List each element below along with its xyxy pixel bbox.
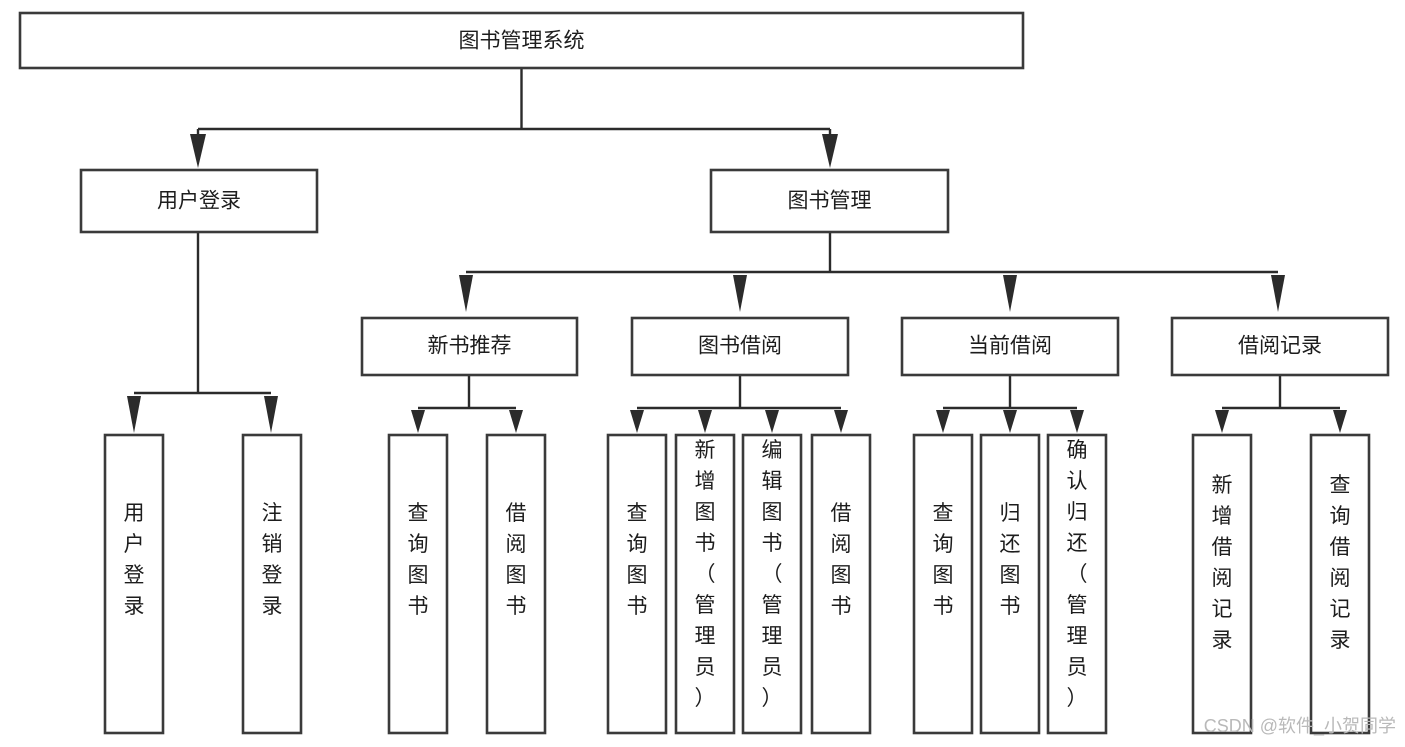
- arrow-to-book-management: [822, 134, 838, 168]
- arrow-to-new-book-recommend: [459, 275, 473, 312]
- leaf-current-borrow-2-label: 归还图书: [1000, 502, 1021, 618]
- leaf-borrow-records-2-box[interactable]: [1309, 433, 1371, 735]
- connectors-new-book-recommend: [411, 376, 523, 433]
- arrow-currentborrow-leaf-3: [1070, 410, 1084, 433]
- node-book-borrow-box[interactable]: [630, 316, 850, 377]
- leaf-user-login-2-box[interactable]: [241, 433, 303, 735]
- arrow-to-leaf-logout: [264, 396, 278, 433]
- leaf-new-book-1[interactable]: 查询图书: [387, 433, 449, 735]
- arrow-to-book-borrow: [733, 275, 747, 312]
- node-borrow-records-label: 借阅记录: [1238, 335, 1322, 358]
- leaf-new-book-1-box[interactable]: [387, 433, 449, 735]
- node-borrow-records[interactable]: 借阅记录: [1170, 316, 1390, 377]
- connectors-user-login: [127, 233, 278, 433]
- leaf-user-login-2-label: 注销登录: [262, 502, 283, 618]
- node-user-login-label: 用户登录: [157, 190, 241, 213]
- connectors-book-management: [459, 233, 1285, 312]
- arrow-borrowrecords-leaf-2: [1333, 410, 1347, 433]
- arrow-bookborrow-leaf-2: [698, 410, 712, 433]
- node-new-book-recommend[interactable]: 新书推荐: [360, 316, 579, 377]
- leaf-current-borrow-1-box[interactable]: [912, 433, 974, 735]
- arrow-to-borrow-records: [1271, 275, 1285, 312]
- leaf-book-borrow-2[interactable]: 新增图书（管理员）: [674, 433, 736, 735]
- leaf-current-borrow-2[interactable]: 归还图书: [979, 433, 1041, 735]
- connectors-current-borrow: [936, 376, 1084, 433]
- leaf-user-login-1-label: 用户登录: [124, 502, 145, 618]
- leaf-borrow-records-1-box[interactable]: [1191, 433, 1253, 735]
- leaf-book-borrow-2-box[interactable]: [674, 433, 736, 735]
- leaf-book-borrow-1-box[interactable]: [606, 433, 668, 735]
- node-book-management-label: 图书管理: [788, 190, 872, 213]
- arrow-newbook-leaf-1: [411, 410, 425, 433]
- node-new-book-recommend-label: 新书推荐: [428, 335, 512, 358]
- connectors-book-borrow: [630, 376, 848, 433]
- csdn-watermark: CSDN @软件_小贺同学: [1204, 716, 1396, 737]
- node-root-box[interactable]: [18, 11, 1025, 70]
- leaf-book-borrow-3[interactable]: 编辑图书（管理员）: [741, 433, 803, 735]
- leaf-new-book-2-box[interactable]: [485, 433, 547, 735]
- leaf-book-borrow-1[interactable]: 查询图书: [606, 433, 668, 735]
- leaf-book-borrow-2-label: 新增图书（管理员）: [695, 439, 716, 710]
- leaf-book-borrow-1-label: 查询图书: [627, 502, 648, 618]
- node-book-borrow[interactable]: 图书借阅: [630, 316, 850, 377]
- node-user-login[interactable]: 用户登录: [79, 168, 319, 234]
- node-book-management[interactable]: 图书管理: [709, 168, 950, 234]
- arrow-bookborrow-leaf-1: [630, 410, 644, 433]
- leaf-borrow-records-2-label: 查询借阅记录: [1330, 474, 1351, 652]
- leaf-current-borrow-1[interactable]: 查询图书: [912, 433, 974, 735]
- leaf-book-borrow-4[interactable]: 借阅图书: [810, 433, 872, 735]
- leaf-user-login-1[interactable]: 用户登录: [103, 433, 165, 735]
- arrow-bookborrow-leaf-3: [765, 410, 779, 433]
- arrow-to-user-login: [190, 134, 206, 168]
- leaf-current-borrow-3-box[interactable]: [1046, 433, 1108, 735]
- arrow-borrowrecords-leaf-1: [1215, 410, 1229, 433]
- node-root-label: 图书管理系统: [459, 30, 585, 53]
- arrow-to-current-borrow: [1003, 275, 1017, 312]
- leaf-book-borrow-3-box[interactable]: [741, 433, 803, 735]
- arrow-newbook-leaf-2: [509, 410, 523, 433]
- node-root[interactable]: 图书管理系统: [18, 11, 1025, 70]
- leaf-book-borrow-3-label: 编辑图书（管理员）: [762, 439, 783, 710]
- arrow-currentborrow-leaf-2: [1003, 410, 1017, 433]
- leaf-book-borrow-4-label: 借阅图书: [831, 502, 852, 618]
- arrow-bookborrow-leaf-4: [834, 410, 848, 433]
- node-user-login-box[interactable]: [79, 168, 319, 234]
- connectors-root-to-level2: [190, 68, 838, 168]
- leaf-current-borrow-3[interactable]: 确认归还（管理员）: [1046, 433, 1108, 735]
- node-book-management-box[interactable]: [709, 168, 950, 234]
- arrow-to-leaf-user-login: [127, 396, 141, 433]
- node-book-borrow-label: 图书借阅: [698, 335, 782, 358]
- leaf-current-borrow-1-label: 查询图书: [933, 502, 954, 618]
- node-current-borrow-label: 当前借阅: [968, 335, 1052, 358]
- leaf-new-book-2[interactable]: 借阅图书: [485, 433, 547, 735]
- leaf-book-borrow-4-box[interactable]: [810, 433, 872, 735]
- leaf-user-login-2[interactable]: 注销登录: [241, 433, 303, 735]
- arrow-currentborrow-leaf-1: [936, 410, 950, 433]
- connectors-borrow-records: [1215, 376, 1347, 433]
- leaf-user-login-1-box[interactable]: [103, 433, 165, 735]
- node-current-borrow-box[interactable]: [900, 316, 1120, 377]
- leaf-borrow-records-1[interactable]: 新增借阅记录: [1191, 433, 1253, 735]
- node-new-book-recommend-box[interactable]: [360, 316, 579, 377]
- leaf-current-borrow-3-label: 确认归还（管理员）: [1067, 439, 1088, 710]
- leaf-new-book-1-label: 查询图书: [408, 502, 429, 618]
- leaf-borrow-records-1-label: 新增借阅记录: [1212, 474, 1233, 652]
- node-current-borrow[interactable]: 当前借阅: [900, 316, 1120, 377]
- leaf-borrow-records-2[interactable]: 查询借阅记录: [1309, 433, 1371, 735]
- leaf-new-book-2-label: 借阅图书: [506, 502, 527, 618]
- leaf-current-borrow-2-box[interactable]: [979, 433, 1041, 735]
- node-borrow-records-box[interactable]: [1170, 316, 1390, 377]
